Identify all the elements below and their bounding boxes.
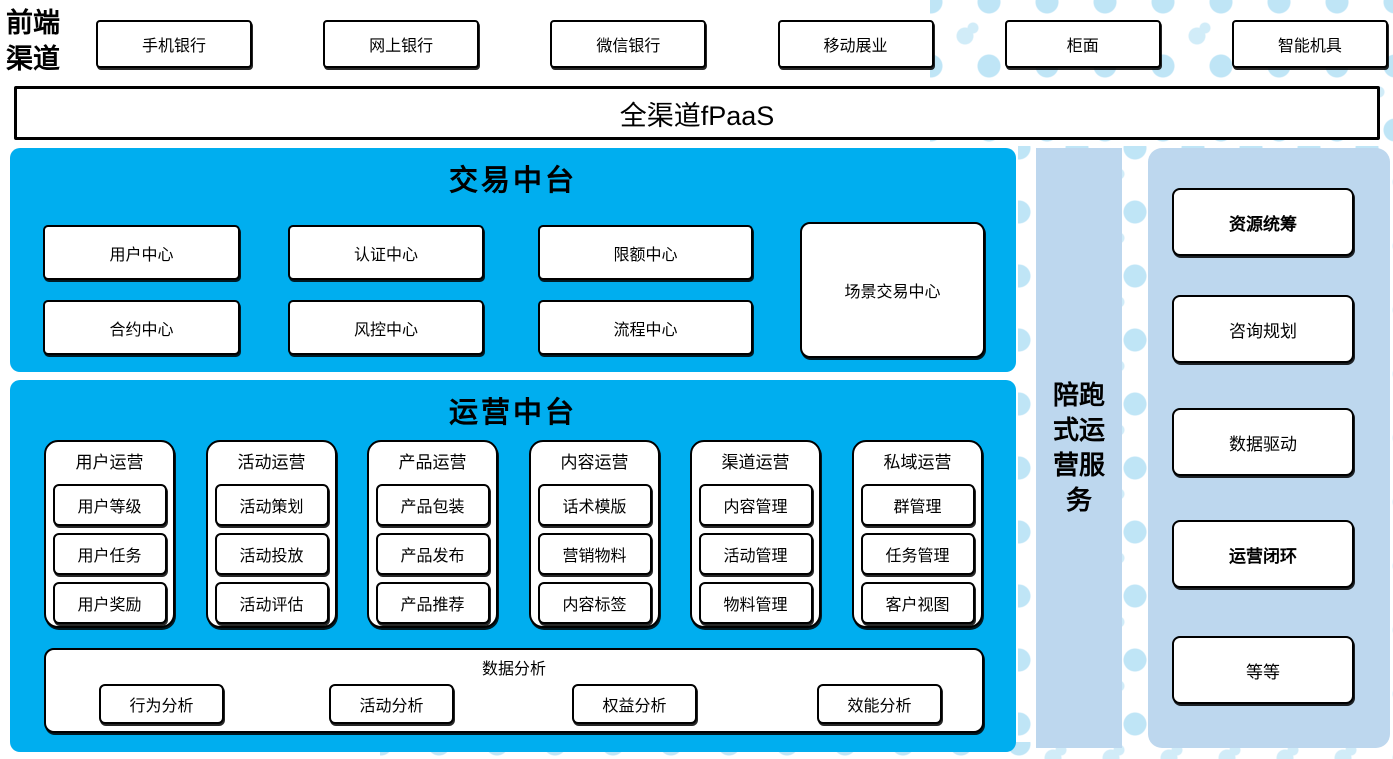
front-channel-label: 前端渠道 <box>6 8 60 74</box>
operation-platform-panel: 运营中台 用户运营 用户等级 用户任务 用户奖励 活动运营 活动策划 活动投放 … <box>10 380 1016 752</box>
service-box-data-driven: 数据驱动 <box>1172 408 1354 476</box>
trade-box-scene-trade-center: 场景交易中心 <box>800 222 985 358</box>
service-box-consulting: 咨询规划 <box>1172 295 1354 363</box>
ops-item: 物料管理 <box>698 582 813 624</box>
ops-group-title: 渠道运营 <box>721 453 790 472</box>
trade-box-contract-center: 合约中心 <box>43 300 240 355</box>
data-analysis-bar: 数据分析 行为分析 活动分析 权益分析 效能分析 <box>44 648 984 733</box>
ops-group-title: 活动运营 <box>237 453 306 472</box>
ops-item: 任务管理 <box>860 533 975 575</box>
ops-group-private: 私域运营 群管理 任务管理 客户视图 <box>852 440 983 628</box>
ops-group-user: 用户运营 用户等级 用户任务 用户奖励 <box>44 440 175 628</box>
service-box-resource-planning: 资源统筹 <box>1172 188 1354 256</box>
ops-item: 内容标签 <box>537 582 652 624</box>
ops-item: 活动策划 <box>214 484 329 526</box>
channel-box-smart-machine: 智能机具 <box>1231 20 1388 68</box>
operation-platform-title: 运营中台 <box>448 397 577 429</box>
ops-item: 活动管理 <box>698 533 813 575</box>
ops-group-channel: 渠道运营 内容管理 活动管理 物料管理 <box>690 440 821 628</box>
analysis-item-behavior: 行为分析 <box>99 684 224 724</box>
trade-box-limit-center: 限额中心 <box>538 225 753 280</box>
ops-item: 内容管理 <box>698 484 813 526</box>
analysis-item-activity: 活动分析 <box>329 684 454 724</box>
ops-group-title: 内容运营 <box>560 453 629 472</box>
channel-box-wechat-banking: 微信银行 <box>550 20 707 68</box>
data-analysis-title: 数据分析 <box>481 661 546 678</box>
ops-item: 产品包装 <box>375 484 490 526</box>
ops-item: 话术模版 <box>537 484 652 526</box>
ops-group-activity: 活动运营 活动策划 活动投放 活动评估 <box>206 440 337 628</box>
ops-item: 用户任务 <box>52 533 167 575</box>
ops-item: 活动评估 <box>214 582 329 624</box>
ops-item: 客户视图 <box>860 582 975 624</box>
analysis-item-efficiency: 效能分析 <box>817 684 942 724</box>
ops-group-title: 私域运营 <box>883 453 952 472</box>
service-box-ops-loop: 运营闭环 <box>1172 520 1354 588</box>
trade-box-process-center: 流程中心 <box>538 300 753 355</box>
fpaas-bar: 全渠道fPaaS <box>14 86 1380 140</box>
channel-box-mobile-marketing: 移动展业 <box>777 20 934 68</box>
trade-platform-panel: 交易中台 用户中心 认证中心 限额中心 合约中心 风控中心 流程中心 场景交易中… <box>10 148 1016 372</box>
channel-box-counter: 柜面 <box>1004 20 1161 68</box>
ops-item: 用户等级 <box>52 484 167 526</box>
analysis-item-rights: 权益分析 <box>572 684 697 724</box>
trade-platform-title: 交易中台 <box>448 165 577 197</box>
ops-group-title: 产品运营 <box>398 453 467 472</box>
ops-item: 营销物料 <box>537 533 652 575</box>
ops-group-product: 产品运营 产品包装 产品发布 产品推荐 <box>367 440 498 628</box>
channel-row: 手机银行 网上银行 微信银行 移动展业 柜面 智能机具 <box>96 20 1388 68</box>
service-box-etc: 等等 <box>1172 636 1354 704</box>
ops-item: 活动投放 <box>214 533 329 575</box>
ops-item: 用户奖励 <box>52 582 167 624</box>
ops-item: 产品发布 <box>375 533 490 575</box>
ops-item: 群管理 <box>860 484 975 526</box>
ops-group-title: 用户运营 <box>75 453 144 472</box>
ops-group-content: 内容运营 话术模版 营销物料 内容标签 <box>529 440 660 628</box>
ops-item: 产品推荐 <box>375 582 490 624</box>
trade-box-user-center: 用户中心 <box>43 225 240 280</box>
trade-box-risk-center: 风控中心 <box>288 300 484 355</box>
companion-service-bar: 陪跑式运营服务 <box>1036 148 1122 748</box>
companion-service-label: 陪跑式运营服务 <box>1052 379 1105 516</box>
channel-box-mobile-banking: 手机银行 <box>96 20 252 68</box>
channel-box-online-banking: 网上银行 <box>323 20 480 68</box>
trade-box-auth-center: 认证中心 <box>288 225 484 280</box>
right-service-panel: 资源统筹 咨询规划 数据驱动 运营闭环 等等 <box>1148 148 1390 748</box>
